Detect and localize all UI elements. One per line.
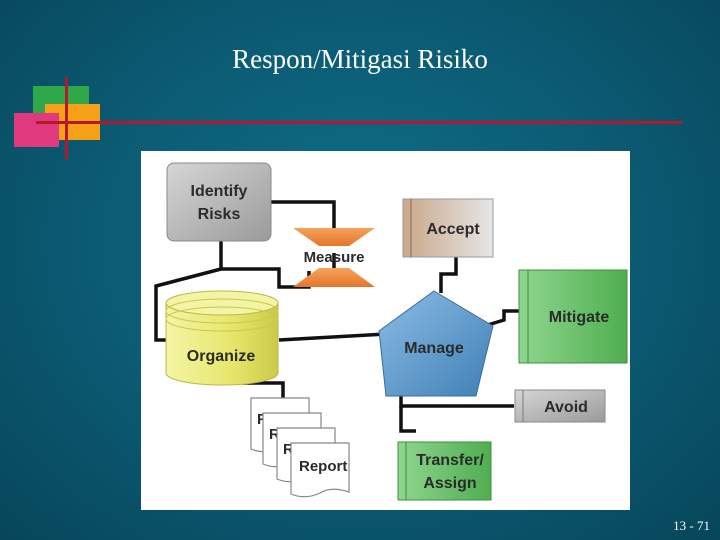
report-documents-stack: Report Report Report Report	[250, 397, 350, 498]
manage-pentagon: Manage	[378, 290, 494, 397]
risk-response-diagram: Identify Risks Measure Accept Organize M…	[141, 151, 630, 510]
mitigate-label: Mitigate	[549, 309, 610, 326]
measure-hourglass: Measure	[293, 228, 375, 287]
identify-risks-label-line1: Identify	[191, 183, 248, 200]
slide-number: 13 - 71	[673, 518, 710, 533]
transfer-assign-box: Transfer/ Assign	[397, 441, 492, 501]
accept-box: Accept	[402, 198, 494, 258]
identify-risks-label-line2: Risks	[198, 206, 241, 223]
title-underline	[36, 121, 682, 124]
slide-title: Respon/Mitigasi Risiko	[232, 44, 488, 74]
accept-label: Accept	[426, 221, 480, 238]
measure-label: Measure	[304, 249, 365, 266]
avoid-label: Avoid	[544, 399, 588, 416]
transfer-assign-label-line2: Assign	[423, 475, 476, 492]
transfer-assign-label-line1: Transfer/	[416, 452, 484, 469]
avoid-box: Avoid	[514, 389, 606, 423]
organize-cylinder: Organize	[165, 290, 279, 386]
manage-label: Manage	[404, 340, 464, 357]
organize-label: Organize	[187, 348, 256, 365]
decor-pink-square	[14, 113, 59, 147]
decor-vertical-line	[65, 77, 68, 159]
identify-risks-box: Identify Risks	[166, 162, 272, 242]
report-label: Report	[299, 458, 347, 475]
mitigate-box: Mitigate	[518, 269, 628, 364]
